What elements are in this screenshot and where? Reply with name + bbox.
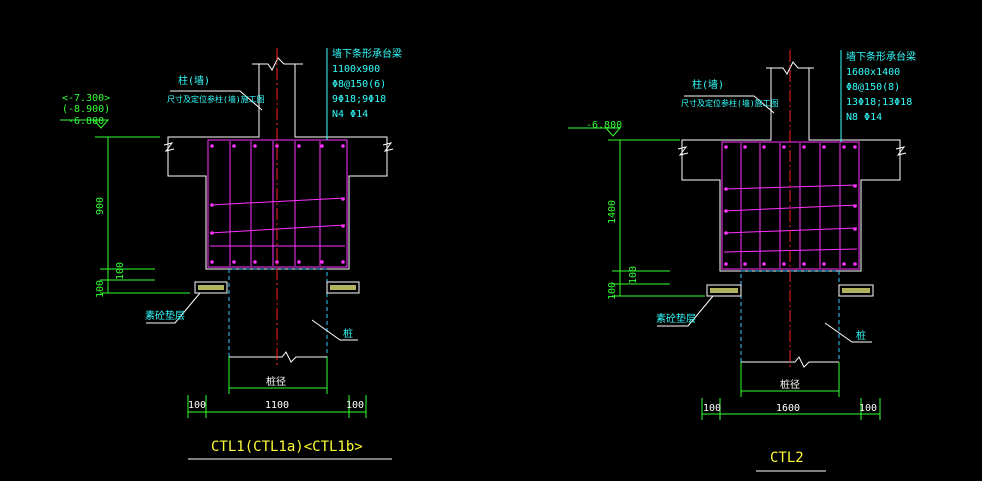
elevation-2: (-8.900) xyxy=(62,104,110,115)
column-outline xyxy=(677,61,907,272)
detail-ctl2: -6.800 1400 100 100 柱(墙) 尺寸及定位参柱(墙)施工图 墙… xyxy=(568,50,916,472)
pile-dia-dimension xyxy=(740,362,840,397)
width-dimension xyxy=(701,398,881,420)
beam-title: 墙下条形承台梁 xyxy=(332,47,402,60)
column-label: 柱(墙) xyxy=(178,74,210,87)
pile-label: 桩 xyxy=(343,327,353,340)
pile-break xyxy=(229,351,327,363)
beam-line-3: 9Φ18;9Φ18 xyxy=(332,94,386,105)
dim-height: 900 xyxy=(95,197,106,215)
dim-height: 1400 xyxy=(607,200,618,224)
beam-title: 墙下条形承台梁 xyxy=(846,50,916,63)
cushion-hatch xyxy=(198,285,356,290)
cushion-left xyxy=(706,284,742,297)
pile-dia-dimension xyxy=(228,357,328,394)
beam-line-2: Φ8@150(8) xyxy=(846,82,900,93)
beam-line-4: N4 Φ14 xyxy=(332,109,368,120)
pile-break xyxy=(741,356,839,368)
pile-leader xyxy=(824,322,872,343)
pile-dia-label: 桩径 xyxy=(266,375,286,388)
pile-label: 桩 xyxy=(856,329,866,342)
cushion-right xyxy=(838,284,874,297)
rebar-dots xyxy=(210,144,345,264)
beam-line-3: 13Φ18;13Φ18 xyxy=(846,97,912,108)
cushion-right xyxy=(326,281,360,294)
cushion-leader xyxy=(657,295,714,327)
dim-100b: 100 xyxy=(95,280,106,298)
beam-line-2: Φ8@150(6) xyxy=(332,79,386,90)
dim-right: 100 xyxy=(859,403,877,414)
dim-left: 100 xyxy=(188,400,206,411)
dim-left: 100 xyxy=(703,403,721,414)
detail-title: CTL1(CTL1a)<CTL1b> xyxy=(211,439,363,455)
elevation-3: -6.800 xyxy=(68,116,104,127)
pile-outline xyxy=(228,268,328,357)
beam-line-1: 1600x1400 xyxy=(846,67,900,78)
pile-leader xyxy=(311,319,358,341)
dim-width: 1600 xyxy=(776,403,800,414)
dim-right: 100 xyxy=(346,400,364,411)
cushion-hatch xyxy=(710,288,870,293)
detail-ctl1: <-7.300> (-8.900) -6.800 900 100 100 柱(墙… xyxy=(60,47,402,460)
column-note: 尺寸及定位参柱(墙)施工图 xyxy=(681,98,779,108)
vertical-dimension xyxy=(60,119,190,294)
column-leader xyxy=(170,90,263,111)
cushion-label: 素砼垫层 xyxy=(145,309,185,322)
beam-line-4: N8 Φ14 xyxy=(846,112,882,123)
cushion-left xyxy=(194,281,228,294)
dim-100a: 100 xyxy=(628,266,639,284)
dim-100a: 100 xyxy=(115,262,126,280)
rebar-cage xyxy=(207,139,348,268)
elevation-1: <-7.300> xyxy=(62,93,110,104)
cushion-leader xyxy=(146,292,201,324)
vertical-dimension xyxy=(568,127,705,297)
column-leader xyxy=(684,95,775,114)
width-dimension xyxy=(187,395,367,418)
pile-dia-label: 桩径 xyxy=(780,378,800,391)
cushion-label: 素砼垫层 xyxy=(656,312,696,325)
dim-100b: 100 xyxy=(607,282,618,300)
beam-line-1: 1100x900 xyxy=(332,64,380,75)
elevation-3: -6.800 xyxy=(586,120,622,131)
detail-title: CTL2 xyxy=(770,450,804,466)
dim-width: 1100 xyxy=(265,400,289,411)
column-label: 柱(墙) xyxy=(692,78,724,91)
rebar-dots xyxy=(724,145,857,266)
column-note: 尺寸及定位参柱(墙)施工图 xyxy=(167,94,265,104)
